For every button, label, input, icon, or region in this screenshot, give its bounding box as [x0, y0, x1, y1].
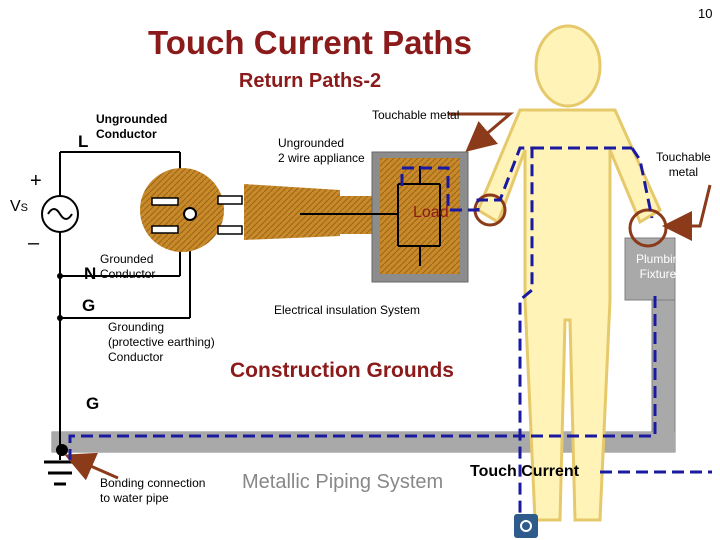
- label-vs: VS: [10, 198, 29, 215]
- label-construction-grounds: Construction Grounds: [230, 359, 454, 382]
- page-number: 10: [698, 6, 713, 21]
- logo-icon: [514, 514, 538, 538]
- label-load: Load: [413, 204, 449, 221]
- label-grounding-conductor: Grounding (protective earthing) Conducto…: [108, 320, 215, 364]
- label-n: N: [84, 264, 97, 283]
- label-ungrounded-conductor: Ungrounded Conductor: [96, 112, 168, 141]
- label-minus: –: [28, 232, 40, 254]
- label-touchable-metal-top: Touchable metal: [372, 108, 460, 122]
- label-grounded-conductor: Grounded Conductor: [100, 252, 156, 281]
- person-figure: [476, 24, 662, 522]
- plumbing-fixtures-box: [624, 237, 676, 301]
- pointer-arrows: [64, 112, 712, 481]
- label-touchable-metal-right: Touchable metal: [656, 150, 711, 179]
- bonding-point: [56, 444, 68, 456]
- label-metallic-piping: Metallic Piping System: [242, 471, 444, 493]
- label-plus: +: [30, 170, 42, 192]
- label-l: L: [78, 132, 89, 151]
- touch-current-path: [68, 146, 712, 528]
- label-g-top: G: [82, 296, 96, 315]
- receptacle: [140, 168, 224, 252]
- label-plumbing-fixtures: Plumbing Fixtures: [636, 252, 687, 281]
- appliance: [300, 151, 469, 283]
- label-g-bottom: G: [86, 394, 100, 413]
- ac-wave-icon: [47, 208, 73, 220]
- page-subtitle: Return Paths-2: [238, 70, 382, 92]
- page-title: Touch Current Paths: [148, 24, 472, 61]
- logo-ring: [520, 520, 532, 532]
- label-electrical-insulation: Electrical insulation System: [274, 303, 421, 317]
- legend-touch-current: Touch Current: [470, 463, 580, 480]
- plug-and-cord: [217, 184, 390, 240]
- label-ungrounded-appliance: Ungrounded 2 wire appliance: [278, 136, 365, 165]
- label-bonding-connection: Bonding connection to water pipe: [100, 476, 206, 505]
